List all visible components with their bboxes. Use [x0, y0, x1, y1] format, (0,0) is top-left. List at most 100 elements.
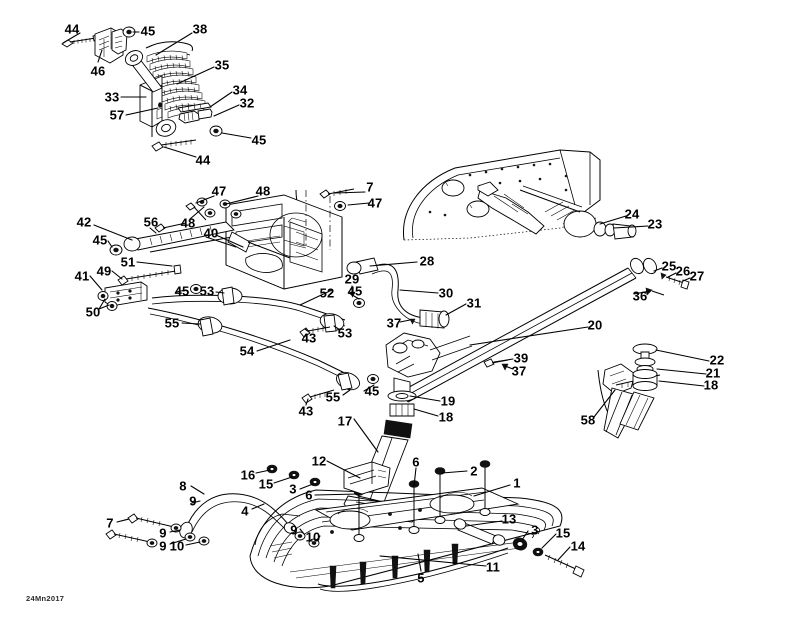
callout-6-lower: 6: [305, 487, 313, 503]
callout-10-a: 10: [305, 529, 321, 545]
callout-8: 8: [179, 478, 187, 494]
callout-16: 16: [240, 467, 256, 483]
callout-47-right: 47: [367, 195, 383, 211]
callout-27: 27: [689, 268, 705, 284]
bolt-51: [117, 264, 182, 286]
sway-bar-assembly: [346, 257, 450, 329]
callout-58: 58: [580, 412, 596, 428]
bolt-44-lower: [151, 139, 197, 152]
callout-31: 31: [466, 295, 482, 311]
callout-45-upper-arm: 45: [92, 232, 108, 248]
rubber-stopper-12: [343, 461, 391, 495]
callout-51: 51: [120, 254, 136, 270]
callout-2: 2: [470, 463, 478, 479]
runner-studs: [329, 543, 459, 589]
bolt-56: [154, 222, 187, 233]
callout-44-upper: 44: [64, 21, 80, 37]
callout-53-left: 53: [199, 283, 215, 299]
drawing-code-stamp: 24Mn2017: [26, 594, 65, 603]
callout-33: 33: [104, 89, 120, 105]
callout-7-upper: 7: [366, 179, 374, 195]
bolts-6: [353, 460, 491, 542]
lower-arm-54: [147, 307, 379, 404]
leader-lines-shock: [62, 31, 252, 158]
callout-32: 32: [239, 95, 255, 111]
upper-arm-42: [123, 221, 291, 259]
callout-9-d: 9: [159, 538, 167, 554]
bell-crank: [269, 190, 331, 258]
callout-39: 39: [513, 350, 529, 366]
shock-body-33: [124, 50, 177, 137]
callout-25: 25: [661, 258, 677, 274]
callout-57: 57: [109, 107, 125, 123]
callout-20: 20: [587, 317, 603, 333]
callout-17: 17: [337, 413, 353, 429]
callout-38: 38: [192, 21, 208, 37]
rear-link-13: [453, 518, 585, 578]
spring-adjuster-34-32: [177, 102, 213, 124]
washer-45-upper-arm: [109, 244, 123, 256]
upper-lower-arm-assembly: [97, 188, 379, 404]
callout-24: 24: [624, 206, 640, 222]
lower-arm-52: [151, 284, 365, 338]
pivot-block-49: [97, 281, 148, 311]
callout-55-left: 55: [164, 315, 180, 331]
callout-30: 30: [438, 285, 454, 301]
bolts-47-48: [185, 188, 355, 221]
callout-11: 11: [485, 559, 501, 575]
callout-43-upper: 43: [301, 330, 317, 346]
callout-50: 50: [85, 304, 101, 320]
right-spindle-58: [597, 343, 661, 439]
callout-15-upper: 15: [258, 476, 274, 492]
callout-4: 4: [241, 503, 249, 519]
callout-41: 41: [74, 268, 90, 284]
coil-spring-35: [145, 41, 206, 119]
bolt-44-upper: [61, 34, 100, 48]
callout-29: 29: [344, 271, 360, 287]
callout-52: 52: [319, 285, 335, 301]
callout-6-upper: 6: [412, 454, 420, 470]
callout-19: 19: [440, 393, 456, 409]
callout-46: 46: [90, 63, 106, 79]
upper-mount-bracket-46: [94, 27, 128, 64]
callout-45-top: 45: [140, 23, 156, 39]
callout-45-lower-shock: 45: [251, 132, 267, 148]
radius-rod-20: [399, 257, 690, 403]
shock-absorber-assembly: [61, 26, 223, 152]
callout-48-right: 48: [255, 183, 271, 199]
callout-18-spindle: 18: [438, 409, 454, 425]
callout-42: 42: [76, 214, 92, 230]
callout-37-right: 37: [511, 363, 527, 379]
callout-28: 28: [419, 253, 435, 269]
callout-10-b: 10: [169, 538, 185, 554]
callout-12: 12: [311, 453, 327, 469]
callout-5: 5: [417, 570, 425, 586]
callout-9-a: 9: [189, 493, 197, 509]
callout-9-c: 9: [290, 522, 298, 538]
ski-assembly: [105, 460, 585, 592]
handle-hardware: [105, 513, 320, 548]
callout-22: 22: [709, 352, 725, 368]
callout-40: 40: [203, 225, 219, 241]
callout-53-right: 53: [337, 325, 353, 341]
callout-13: 13: [501, 511, 517, 527]
callout-49: 49: [96, 263, 112, 279]
washer-45-lower: [209, 125, 223, 137]
callout-3-lower: 3: [531, 522, 539, 538]
callout-55-right: 55: [325, 389, 341, 405]
callout-45-arm-mid: 45: [174, 283, 190, 299]
callout-35: 35: [214, 57, 230, 73]
callout-45-arm-right: 45: [347, 283, 363, 299]
callout-54: 54: [239, 343, 255, 359]
callout-3-upper: 3: [289, 481, 297, 497]
callout-18-right: 18: [703, 377, 719, 393]
callout-23: 23: [647, 216, 663, 232]
chassis-frame: [402, 149, 637, 241]
callout-15-lower: 15: [555, 525, 571, 541]
callout-37-left: 37: [386, 315, 402, 331]
callout-14: 14: [570, 538, 586, 554]
callout-56: 56: [143, 214, 159, 230]
washer-45-top: [122, 26, 136, 38]
callout-36: 36: [632, 288, 648, 304]
